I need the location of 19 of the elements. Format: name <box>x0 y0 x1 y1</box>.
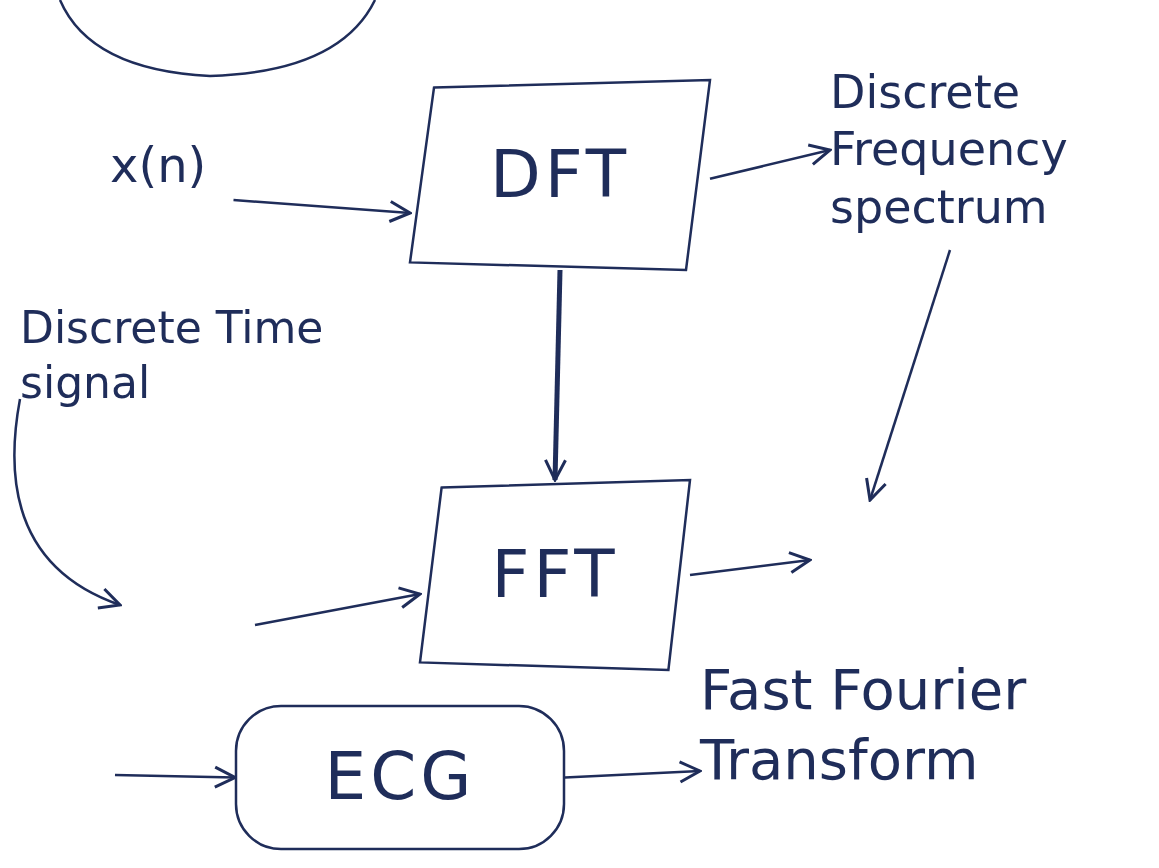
arrow <box>709 143 832 180</box>
handwritten-label: x(n) <box>110 130 300 200</box>
box-label: FFT <box>491 534 619 615</box>
arrow <box>114 765 237 789</box>
arrow <box>689 551 812 577</box>
arrow <box>564 760 702 784</box>
handwritten-label: Discrete Frequency spectrum <box>830 50 1130 250</box>
handwritten-label: Fast Fourier Transform <box>700 610 1150 840</box>
handwritten-label: Discrete Time signal <box>20 245 350 465</box>
box-label: ECG <box>324 737 476 818</box>
process-box <box>420 480 690 670</box>
arrow <box>233 198 412 223</box>
process-box <box>410 80 710 270</box>
arrow <box>544 269 567 482</box>
process-box <box>235 705 565 850</box>
arrow <box>865 249 952 502</box>
box-label: DFT <box>490 134 630 215</box>
arrow <box>13 398 122 609</box>
arrow <box>254 586 422 627</box>
